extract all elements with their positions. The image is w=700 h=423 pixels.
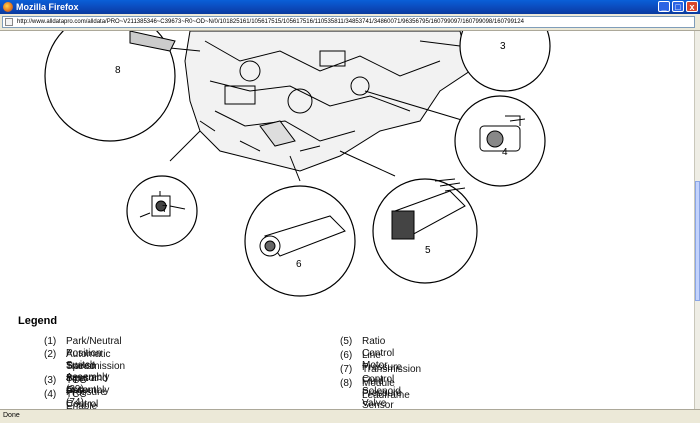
vertical-scrollbar[interactable] xyxy=(694,31,700,409)
callout-circle-3 xyxy=(459,31,551,92)
callout-circle-5 xyxy=(372,178,478,284)
url-text: http://www.alldatapro.com/alldata/PRO~V2… xyxy=(17,19,524,25)
close-button[interactable]: x xyxy=(686,1,698,12)
maximize-button[interactable]: □ xyxy=(672,1,684,12)
transmission-diagram: 8 3 4 7 6 5 xyxy=(44,31,551,297)
address-bar: http://www.alldatapro.com/alldata/PRO~V2… xyxy=(0,14,700,31)
status-text: Done xyxy=(3,412,20,419)
page-icon xyxy=(5,18,13,26)
callout-label-5: 5 xyxy=(425,245,431,256)
status-bar: Done xyxy=(0,409,700,423)
url-field[interactable]: http://www.alldatapro.com/alldata/PRO~V2… xyxy=(2,16,695,28)
window-title: Mozilla Firefox xyxy=(16,2,79,12)
callout-label-6: 6 xyxy=(296,259,302,270)
scrollbar-thumb[interactable] xyxy=(695,181,700,301)
callout-label-4: 4 xyxy=(502,147,508,158)
minimize-button[interactable]: _ xyxy=(658,1,670,12)
callout-circle-8 xyxy=(44,31,176,142)
page-content: 8 3 4 7 6 5 Legend (1) Park/Neutral Posi… xyxy=(0,31,694,409)
callout-label-3: 3 xyxy=(500,41,506,52)
title-bar[interactable]: Mozilla Firefox _ □ x xyxy=(0,0,700,14)
leadframe-part xyxy=(129,31,176,52)
callout-label-8: 8 xyxy=(115,65,121,76)
legend-title: Legend xyxy=(18,315,58,327)
callout-label-7: 7 xyxy=(162,204,168,215)
firefox-icon xyxy=(3,2,13,12)
transmission-body xyxy=(184,31,471,172)
